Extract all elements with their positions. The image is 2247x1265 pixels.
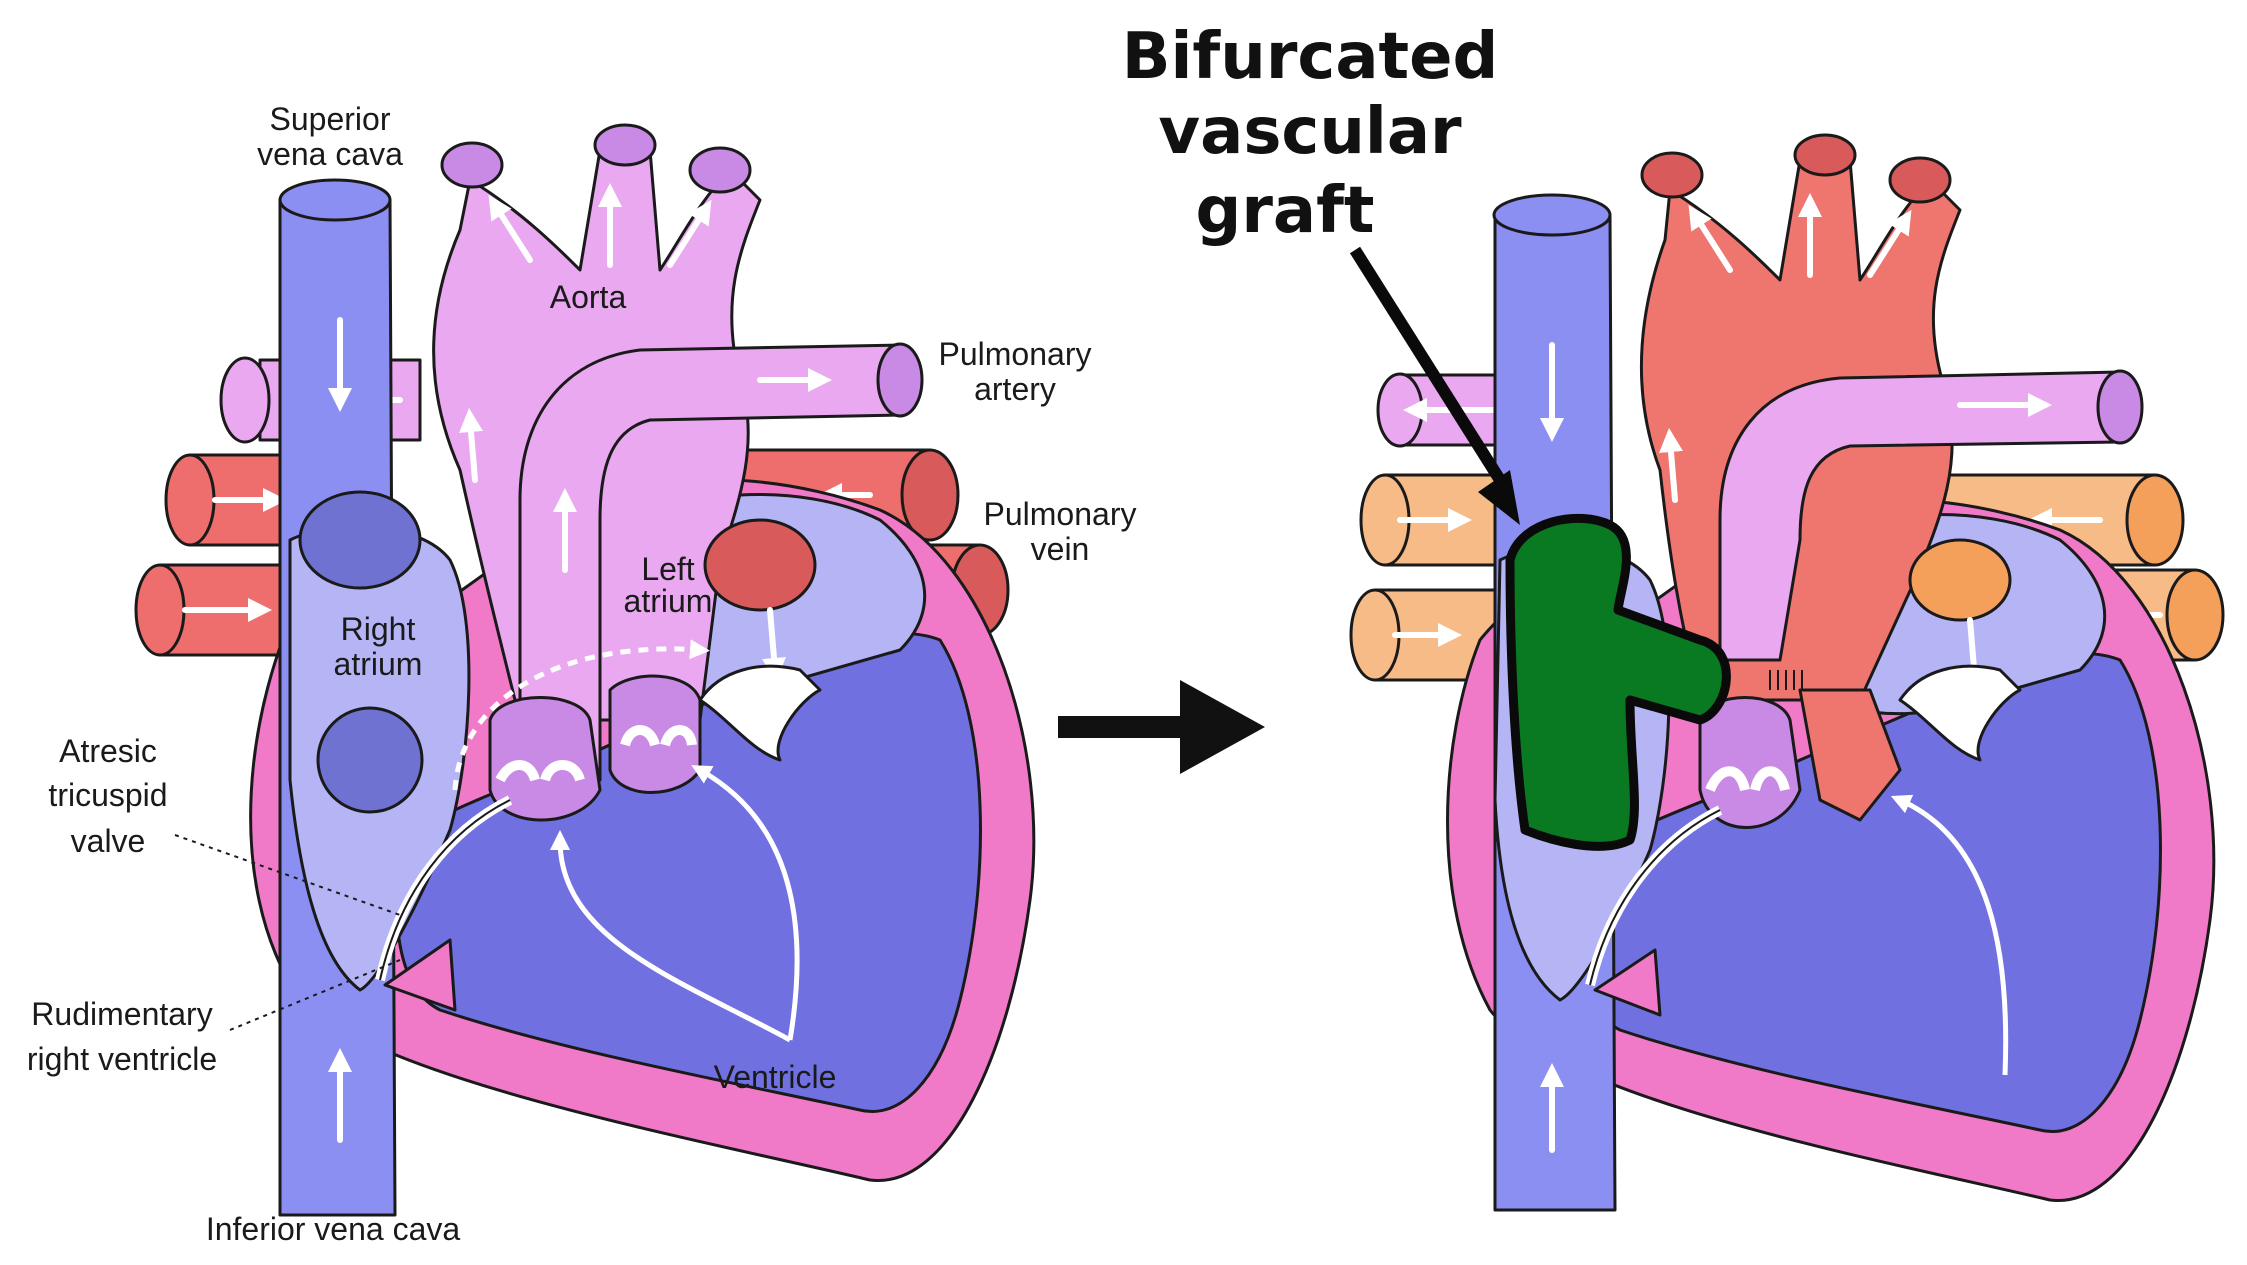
label-pulmonary-vein-2: vein (1031, 531, 1090, 567)
transition-arrow (1058, 680, 1265, 774)
label-pulmonary-artery-1: Pulmonary (939, 336, 1092, 372)
label-superior-vena-cava-1: Superior (270, 101, 391, 137)
label-rudimentary-1: Rudimentary (31, 996, 212, 1032)
rudimentary-rv-notch (383, 938, 457, 1012)
ivc-orifice (316, 706, 424, 814)
label-superior-vena-cava-2: vena cava (257, 136, 403, 172)
label-left-atrium-2: atrium (624, 583, 713, 619)
labels-before: Superior vena cava Aorta Pulmonary arter… (27, 101, 1137, 1247)
aortic-valve-post (1698, 696, 1802, 829)
graft-label: Bifurcated vascular graft (1122, 20, 1499, 248)
heart-before (134, 123, 1036, 1217)
label-rudimentary-2: right ventricle (27, 1041, 217, 1077)
label-aorta: Aorta (550, 279, 627, 315)
flow-arrow-ventricle-1 (550, 830, 792, 1043)
pulmonary-valve (608, 674, 702, 794)
rudimentary-rv-notch-post (1593, 948, 1662, 1017)
label-atresic-3: valve (71, 823, 146, 859)
label-ventricle: Ventricle (714, 1059, 837, 1095)
svc-orifice (298, 490, 422, 590)
bifurcated-graft (1505, 514, 1731, 851)
pulmonary-vein-orifice (703, 518, 817, 612)
graft-label-2: vascular (1158, 95, 1462, 169)
graft-pointer-arrow (1349, 246, 1520, 525)
label-pulmonary-vein-1: Pulmonary (984, 496, 1137, 532)
flow-arrow-atrial (452, 639, 710, 791)
label-pulmonary-artery-2: artery (974, 371, 1056, 407)
leader-rudimentary (229, 959, 401, 1031)
heart-after (1349, 133, 2225, 1212)
mitral-valve-post (1898, 664, 2022, 762)
label-atresic-2: tricuspid (48, 777, 167, 813)
pulmonary-artery-post (1718, 369, 2144, 822)
label-left-atrium-1: Left (641, 551, 694, 587)
aortic-valve (488, 696, 602, 822)
pulmonary-vein-orifice-post (1908, 538, 2012, 622)
label-inferior-vena-cava: Inferior vena cava (206, 1211, 461, 1247)
graft-label-1: Bifurcated (1122, 20, 1499, 94)
flow-arrow-ventricle-2 (691, 765, 800, 1041)
graft-label-3: graft (1196, 174, 1375, 248)
label-atresic-1: Atresic (59, 733, 157, 769)
label-right-atrium-1: Right (341, 611, 416, 647)
label-right-atrium-2: atrium (334, 646, 423, 682)
flow-arrow-ventricle-post (1890, 794, 2009, 1076)
leader-tricuspid (174, 834, 401, 916)
mitral-valve (698, 664, 822, 762)
suture-marks (1769, 670, 1803, 690)
